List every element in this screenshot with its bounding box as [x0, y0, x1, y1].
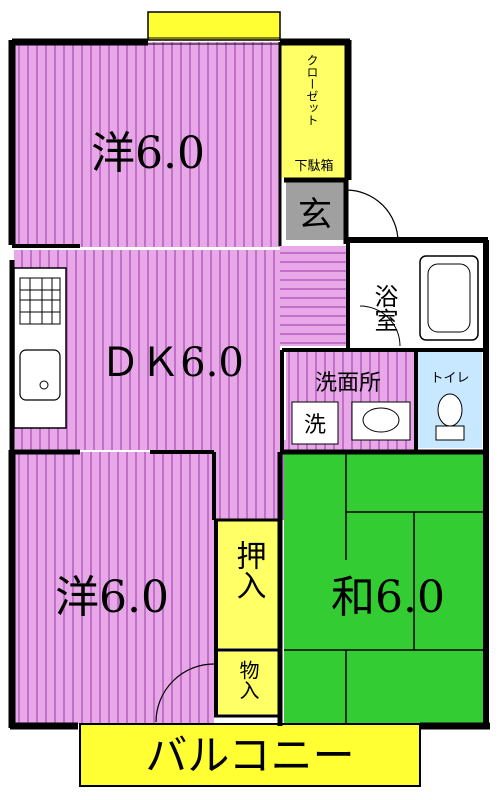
kitchen-counter [13, 267, 67, 429]
label-toilet: トイレ [430, 371, 469, 386]
oshiire [218, 520, 278, 648]
toilet-fixture [435, 393, 465, 441]
room-western-bottom [14, 452, 214, 724]
wash-fixtures [291, 401, 411, 445]
label-bath: 浴室 [370, 284, 398, 332]
corridor [280, 246, 346, 346]
dk-lower [214, 440, 286, 520]
shoe-box [280, 152, 346, 178]
label-closet: クローゼット [305, 54, 319, 126]
tatami-lines [284, 452, 486, 724]
balcony [79, 723, 421, 787]
room-western-top [14, 42, 280, 247]
closet [280, 42, 346, 152]
label-western-top: 洋6.0 [91, 128, 205, 179]
label-washer: 洗 [304, 413, 326, 438]
room-washitsu [284, 452, 484, 724]
monoire [218, 652, 278, 714]
bathtub [419, 255, 479, 341]
label-western-bottom: 洋6.0 [55, 572, 169, 623]
walls [8, 38, 490, 730]
label-shoe-box: 下駄箱 [294, 158, 333, 174]
label-dk: ＤＫ6.0 [100, 340, 244, 386]
label-monoire: 物入 [236, 660, 260, 700]
top-window [148, 37, 280, 45]
label-washitsu: 和6.0 [331, 572, 445, 623]
top-ledge [147, 11, 281, 41]
entrance-door [345, 189, 399, 243]
label-balcony: バルコニー [145, 731, 354, 780]
label-oshiire: 押入 [231, 540, 266, 600]
bath-door [359, 305, 401, 347]
left-window [8, 60, 16, 715]
room-door [155, 663, 215, 723]
genkan [286, 182, 344, 240]
label-washroom: 洗面所 [315, 371, 381, 396]
label-genkan: 玄 [298, 195, 332, 235]
